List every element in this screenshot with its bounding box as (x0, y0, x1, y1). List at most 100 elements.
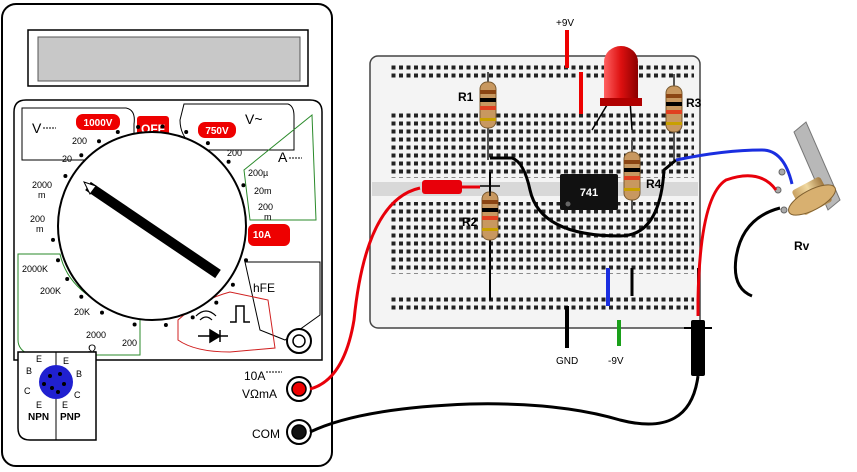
supply-positive-label: +9V (556, 18, 574, 29)
supply-negative-label: -9V (608, 356, 624, 367)
range-10a-badge (248, 224, 290, 246)
range-750v-label: 750V (205, 126, 229, 137)
breadboard-bottom-rail (390, 294, 694, 312)
pnp-label: PNP (60, 412, 81, 423)
square-wave-icon (230, 305, 250, 323)
scale-ohm-20k: 20K (74, 307, 90, 317)
range-1000v-badge (76, 114, 120, 130)
transistor-socket[interactable]: E B C E E B C E NPN PNP (17, 351, 97, 441)
dial-tick-dot (97, 139, 101, 144)
dc-amps-label: A (278, 149, 288, 165)
dial-tick-dot (51, 237, 55, 242)
range-1000v-label: 1000V (84, 118, 113, 129)
scale-dcv-2000m-unit: m (38, 190, 46, 200)
blue-wire (675, 148, 794, 185)
dial-tick-dot (241, 183, 246, 188)
scale-dcv-200m-unit: m (36, 224, 44, 234)
breadboard-top-rail (390, 62, 694, 80)
dial-tick-dot (190, 315, 195, 320)
feedback-wire (490, 156, 677, 238)
dial-ticks (51, 124, 248, 327)
pot-red-wire (696, 174, 778, 316)
npn-pin-e-bottom: E (36, 400, 42, 410)
scale-dcv-200m: 200 (30, 214, 45, 224)
socket-vohm-inner (291, 381, 307, 397)
socket-com-inner (291, 424, 307, 440)
resistor-r1 (479, 72, 497, 160)
resistor-r2-label: R2 (462, 215, 478, 229)
dial-tick-dot (160, 124, 165, 129)
scale-dcv-2000m: 2000 (32, 180, 52, 190)
ground-label: GND (556, 356, 578, 367)
dial-tick-dot (244, 258, 248, 263)
hfe-zone (244, 261, 321, 341)
diode-icon (198, 328, 228, 344)
ac-volts-label: V~ (245, 111, 263, 127)
npn-pin-c: C (24, 386, 31, 396)
red-probe-wire (309, 186, 421, 391)
scale-ohm-2000k: 2000K (22, 264, 48, 274)
dial-tick-dot (163, 323, 168, 327)
socket-10a-inner (292, 334, 306, 348)
buzzer-icon (195, 310, 217, 321)
dial-tick-dot (79, 153, 84, 158)
breadboard (369, 55, 701, 329)
resistor-r3 (665, 74, 683, 160)
rotary-selector[interactable] (51, 124, 248, 328)
multimeter: 1000V OFF 750V 10A V V~ A hFE 200 20 200… (1, 3, 333, 467)
dc-amps-zone (243, 113, 317, 221)
opamp-741: 741 (560, 174, 618, 210)
pnp-pin-e-top: E (63, 356, 69, 366)
dial-tick-dot (79, 294, 84, 299)
dial-tick-dot (214, 300, 219, 305)
scale-dcv-200: 200 (72, 136, 87, 146)
socket-10a-label: 10A (244, 369, 265, 383)
opamp-741-label: 741 (580, 187, 598, 199)
transistor-socket-dial[interactable] (39, 365, 73, 399)
scale-ohm-unit: Ω (88, 343, 96, 355)
dial-pointer-tip (83, 181, 97, 195)
pnp-pin-b: B (76, 369, 82, 379)
npn-pin-b: B (26, 366, 32, 376)
npn-label: NPN (28, 412, 49, 423)
dc-volts-label: V (32, 120, 42, 136)
pot-black-wire (733, 206, 781, 298)
resistor-r4-label: R4 (646, 177, 662, 191)
scale-acv-200: 200 (227, 148, 242, 158)
dial-tick-dot (184, 130, 189, 134)
red-probe-tip (422, 180, 462, 194)
potentiometer-label: Rv (794, 239, 810, 253)
dial-pointer (85, 181, 221, 279)
socket-vohm-label: VΩmA (242, 387, 277, 401)
dial-tick-dot (136, 125, 141, 129)
potentiometer-rv[interactable] (774, 121, 841, 221)
dial-tick-dot (230, 282, 235, 287)
black-probe-wire (309, 375, 700, 434)
scale-ohm-2000: 2000 (86, 330, 106, 340)
npn-pin-e-top: E (36, 354, 42, 364)
scale-dca-200m: 200 (258, 202, 273, 212)
lcd-display (37, 36, 301, 82)
pnp-pin-e-bottom: E (62, 400, 68, 410)
dial-tick-dot (65, 277, 70, 281)
scale-ohm-200: 200 (122, 338, 137, 348)
range-10a-label: 10A (253, 230, 271, 241)
dial-tick-dot (115, 130, 120, 134)
scale-dca-20m: 20m (254, 186, 272, 196)
resistor-r1-label: R1 (458, 90, 474, 104)
dial-tick-dot (56, 258, 60, 263)
pnp-pin-c: C (74, 390, 81, 400)
scale-ohm-200k: 200K (40, 286, 61, 296)
scale-dcv-20: 20 (62, 154, 72, 164)
breadboard-top-area (390, 112, 694, 178)
dial-tick-dot (132, 322, 137, 327)
range-750v-badge (198, 122, 236, 138)
led (591, 46, 642, 131)
black-probe-body (691, 320, 705, 376)
dial-tick-dot (100, 310, 104, 315)
dial-tick-dot (226, 159, 231, 164)
dial-panel (13, 99, 323, 361)
scale-dca-200u: 200µ (248, 168, 268, 178)
hfe-label: hFE (253, 281, 275, 295)
resistor-r4 (623, 140, 641, 210)
